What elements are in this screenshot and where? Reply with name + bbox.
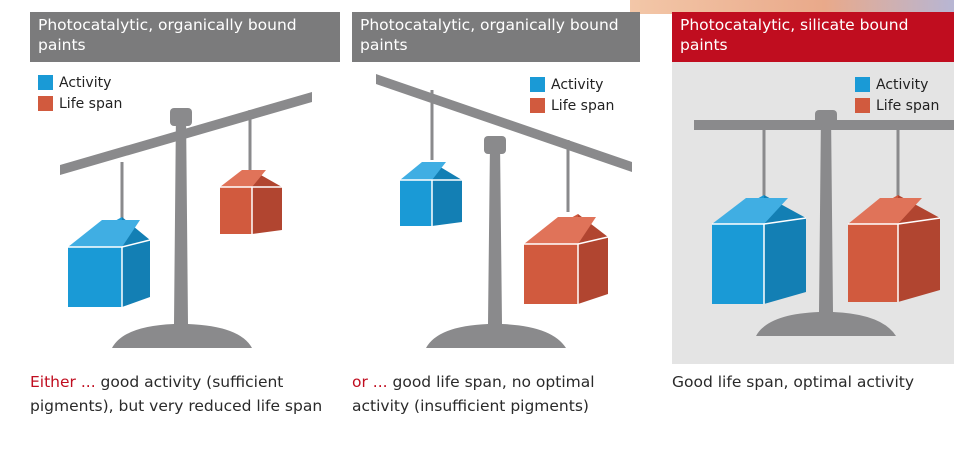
scale-beam <box>694 120 954 130</box>
balance-scale-tilted-left <box>60 92 312 348</box>
balance-scale-level <box>694 110 954 336</box>
panel-header: Photocatalytic, organically bound paints <box>352 12 640 62</box>
legend-label-lifespan: Life span <box>876 97 940 114</box>
caption-line2: activity (insufficient pigments) <box>352 397 589 415</box>
scale-pivot <box>170 108 192 126</box>
caption-lead: or ... <box>352 373 388 391</box>
legend: Activity Life span <box>38 72 122 114</box>
legend: Activity Life span <box>855 74 939 116</box>
legend-label-activity: Activity <box>876 76 929 93</box>
scale-stand <box>756 112 896 336</box>
activity-swatch <box>530 77 545 92</box>
caption-lead: Either ... <box>30 373 96 391</box>
scale-stand <box>112 110 252 348</box>
legend: Activity Life span <box>530 74 614 116</box>
scale-pivot <box>484 136 506 154</box>
house-lifespan-large <box>524 214 609 304</box>
panel-silicate-balanced: Photocatalytic, silicate bound paints Ac… <box>672 0 954 454</box>
legend-item-lifespan: Life span <box>855 95 939 116</box>
legend-item-activity: Activity <box>530 74 614 95</box>
panel-caption: Good life span, optimal activity <box>672 370 914 394</box>
panel-header: Photocatalytic, organically bound paints <box>30 12 340 62</box>
panel-caption: or ... good life span, no optimal activi… <box>352 370 595 418</box>
corner-decoration <box>630 0 954 14</box>
house-lifespan-small <box>220 170 282 234</box>
caption-line1: Good life span, optimal activity <box>672 373 915 391</box>
scale-stand <box>426 142 566 348</box>
legend-item-activity: Activity <box>38 72 122 93</box>
panel-organic-activity: Photocatalytic, organically bound paints… <box>30 0 340 454</box>
activity-swatch <box>855 77 870 92</box>
legend-item-lifespan: Life span <box>530 95 614 116</box>
balance-scale-tilted-right <box>376 74 632 348</box>
lifespan-swatch <box>530 98 545 113</box>
caption-line1: good life span, no optimal <box>387 373 595 391</box>
lifespan-swatch <box>855 98 870 113</box>
legend-item-activity: Activity <box>855 74 939 95</box>
caption-line1: good activity (sufficient <box>95 373 284 391</box>
house-lifespan-large <box>848 195 941 302</box>
lifespan-swatch <box>38 96 53 111</box>
panel-header: Photocatalytic, silicate bound paints <box>672 12 954 62</box>
legend-item-lifespan: Life span <box>38 93 122 114</box>
house-activity-large <box>712 195 807 304</box>
legend-label-activity: Activity <box>551 76 604 93</box>
legend-label-activity: Activity <box>59 74 112 91</box>
house-activity-small <box>400 162 462 226</box>
caption-line2: pigments), but very reduced life span <box>30 397 323 415</box>
legend-label-lifespan: Life span <box>551 97 615 114</box>
legend-label-lifespan: Life span <box>59 95 123 112</box>
activity-swatch <box>38 75 53 90</box>
house-activity-large <box>68 217 151 307</box>
panel-caption: Either ... good activity (sufficient pig… <box>30 370 322 418</box>
panel-organic-lifespan: Photocatalytic, organically bound paints… <box>352 0 640 454</box>
